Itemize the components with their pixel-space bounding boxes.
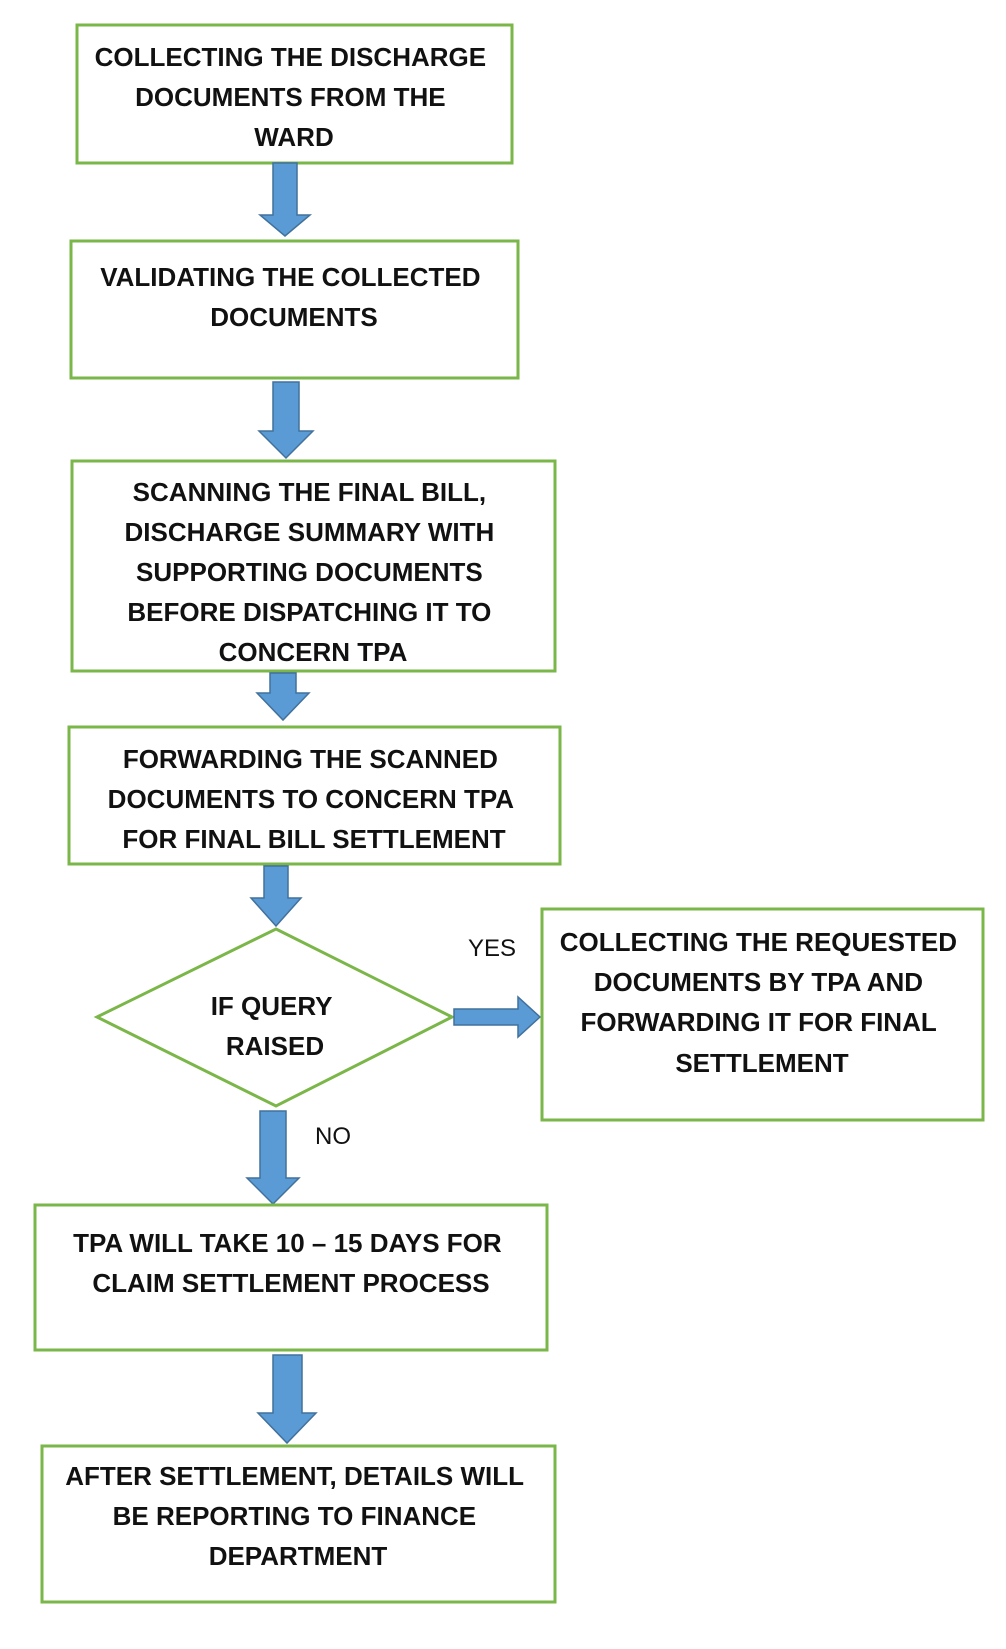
node-text-line: SETTLEMENT	[675, 1048, 848, 1078]
node-box	[70, 459, 557, 673]
node-text-line: FORWARDING THE SCANNED	[123, 744, 498, 774]
node-text-line: BE REPORTING TO FINANCE	[113, 1501, 477, 1531]
arrow-right	[453, 995, 542, 1039]
node-box	[540, 907, 985, 1122]
svg-text:FORWARDING THE SCANNED D: FORWARDING THE SCANNED DOCUMENTS TO CONC…	[108, 744, 521, 854]
node-text-line: DOCUMENTS BY TPA AND	[594, 967, 923, 997]
node-text-line: COLLECTING THE REQUESTED	[560, 927, 957, 957]
node-report-to-finance: AFTER SETTLEMENT, DETAILS WILL BE REPORT…	[40, 1444, 557, 1604]
arrow-down	[245, 1110, 301, 1206]
node-box	[69, 239, 520, 380]
svg-text:SCANNING THE FINAL BILL,: SCANNING THE FINAL BILL, DISCHARGE SUMMA…	[124, 477, 501, 667]
node-text-line: FOR FINAL BILL SETTLEMENT	[122, 824, 505, 854]
node-text-line: RAISED	[226, 1031, 324, 1061]
node-box	[75, 23, 514, 165]
node-text-line: DISCHARGE SUMMARY WITH	[124, 517, 494, 547]
node-text-line: AFTER SETTLEMENT, DETAILS WILL	[65, 1461, 524, 1491]
node-tpa-settlement-time: TPA WILL TAKE 10 – 15 DAYS FOR CLAIM SET…	[33, 1203, 549, 1352]
node-text-line: BEFORE DISPATCHING IT TO	[127, 597, 491, 627]
node-query-decision: IF QUERY RAISED	[93, 927, 456, 1108]
node-text-line: TPA WILL TAKE 10 – 15 DAYS FOR	[73, 1228, 502, 1258]
svg-text:COLLECTING THE DISCHARGE: COLLECTING THE DISCHARGE DOCUMENTS FROM …	[95, 42, 494, 152]
arrow-down	[257, 381, 315, 460]
edge-label-yes: YES	[468, 935, 516, 962]
node-text-line: DOCUMENTS TO CONCERN TPA	[108, 784, 515, 814]
arrow-down	[257, 162, 313, 237]
arrow-down	[255, 672, 311, 722]
node-text-line: DOCUMENTS FROM THE	[135, 82, 446, 112]
node-box	[67, 725, 562, 866]
node-forward-scanned-documents: FORWARDING THE SCANNED DOCUMENTS TO CONC…	[67, 725, 562, 866]
node-validate-documents: VALIDATING THE COLLECTED DOCUMENTS	[69, 239, 520, 380]
node-text-line: CONCERN TPA	[219, 637, 408, 667]
arrow-down	[249, 865, 303, 928]
node-text-line: FORWARDING IT FOR FINAL	[580, 1007, 936, 1037]
node-text-line: DEPARTMENT	[209, 1541, 388, 1571]
node-text-line: VALIDATING THE COLLECTED	[100, 262, 480, 292]
svg-text:TPA WILL TAKE 10 – 15 DAYS FOR: TPA WILL TAKE 10 – 15 DAYS FOR CLAIM SET…	[73, 1228, 509, 1298]
svg-text:COLLECTING THE REQUESTED: COLLECTING THE REQUESTED DOCUMENTS BY TP…	[560, 927, 964, 1078]
node-text-line: SCANNING THE FINAL BILL,	[133, 477, 486, 507]
node-text-line: IF QUERY	[211, 991, 332, 1021]
node-box	[40, 1444, 557, 1604]
node-text-line: WARD	[254, 122, 333, 152]
decision-diamond	[93, 927, 456, 1108]
node-box	[33, 1203, 549, 1352]
node-text-line: DOCUMENTS	[210, 302, 378, 332]
node-text-line: SUPPORTING DOCUMENTS	[136, 557, 483, 587]
node-scan-final-bill: SCANNING THE FINAL BILL, DISCHARGE SUMMA…	[70, 459, 557, 673]
edge-label-no: NO	[315, 1123, 351, 1150]
node-text-line: COLLECTING THE DISCHARGE	[95, 42, 486, 72]
svg-text:AFTER SETTLEMENT, DETAILS WILL: AFTER SETTLEMENT, DETAILS WILL BE REPORT…	[65, 1461, 531, 1571]
node-collect-requested-documents: COLLECTING THE REQUESTED DOCUMENTS BY TP…	[540, 907, 985, 1122]
node-collect-discharge-documents: COLLECTING THE DISCHARGE DOCUMENTS FROM …	[75, 23, 514, 165]
svg-text:IF QUERY RAISED: IF QUERY RAISED	[211, 991, 340, 1061]
node-text-line: CLAIM SETTLEMENT PROCESS	[92, 1268, 489, 1298]
arrow-down	[256, 1354, 318, 1445]
svg-text:VALIDATING THE COLLECTED: VALIDATING THE COLLECTED DOCUMENTS	[100, 262, 488, 332]
